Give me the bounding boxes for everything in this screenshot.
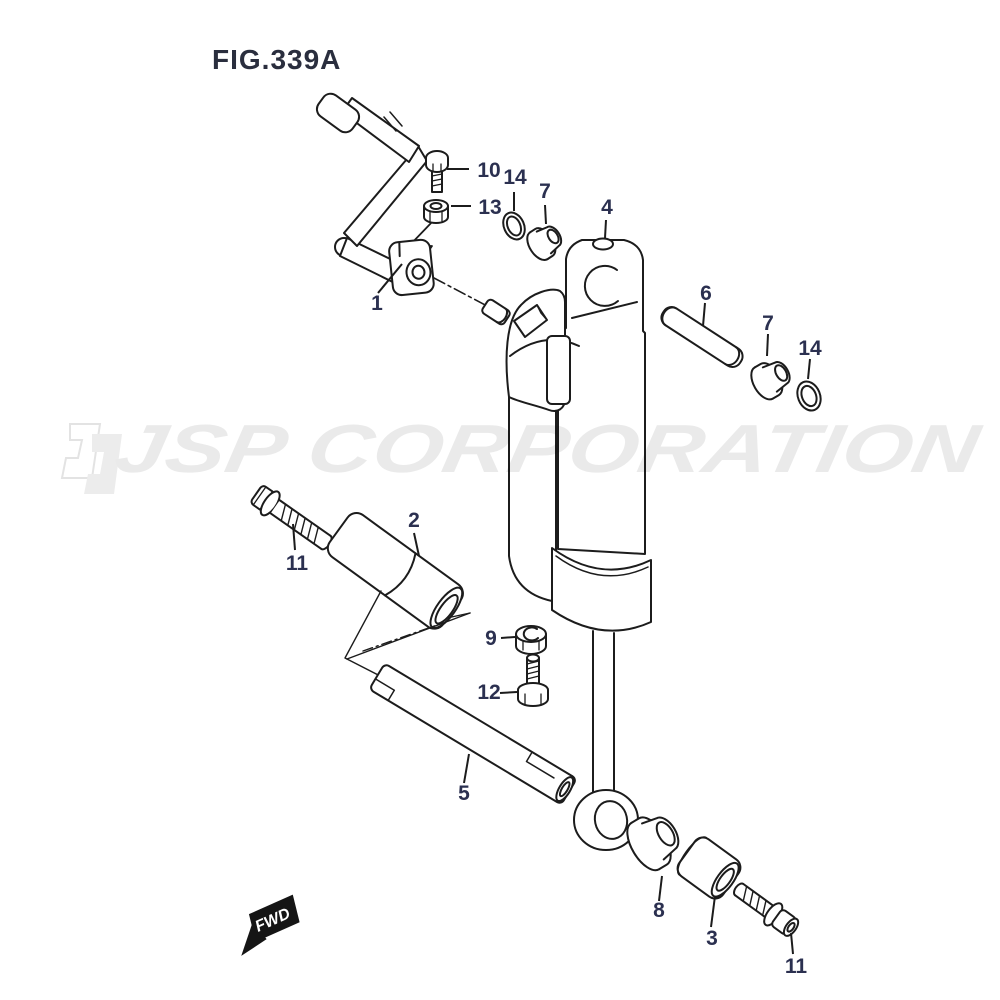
part-9-nut-drawing	[515, 625, 547, 655]
part-label-7: 7	[762, 312, 774, 335]
leader-line-part-11	[790, 932, 794, 955]
part-label-6: 6	[700, 282, 712, 305]
part-label-11: 11	[785, 955, 808, 978]
part-label-7: 7	[539, 180, 551, 203]
part-label-10: 10	[477, 159, 500, 182]
part-6-pin-drawing	[660, 306, 744, 368]
part-label-9: 9	[485, 627, 497, 650]
part-label-1: 1	[371, 292, 383, 315]
part-4-gas-cylinder-drawing	[505, 237, 652, 851]
leader-line-part-7	[544, 204, 547, 225]
part-label-11: 11	[286, 552, 309, 575]
part-label-2: 2	[408, 509, 420, 532]
fwd-direction-marker: FWD	[241, 894, 300, 956]
part-7-bushing-right-drawing	[750, 361, 791, 401]
leader-line-part-3	[710, 895, 716, 928]
leader-line-part-8	[658, 875, 663, 902]
part-label-13: 13	[478, 196, 501, 219]
leader-line-part-5	[463, 753, 470, 784]
part-5-rod-drawing	[370, 664, 576, 804]
part-10-bolt-drawing	[425, 150, 449, 193]
part-label-8: 8	[653, 899, 665, 922]
diagram-line-art	[250, 92, 822, 937]
leader-line-part-1	[377, 263, 403, 294]
fwd-arrowhead-icon	[241, 922, 267, 956]
part-label-12: 12	[477, 681, 500, 704]
watermark: JSP CORPORATION	[60, 410, 987, 494]
part-8-bushing-drawing	[626, 816, 680, 872]
part-12-bolt-drawing	[517, 653, 549, 707]
part-13-nut-drawing	[423, 199, 449, 224]
part-label-3: 3	[706, 927, 718, 950]
part-label-5: 5	[458, 782, 470, 805]
part-14-washer-right-drawing	[796, 380, 822, 412]
leader-line-part-9	[500, 636, 516, 639]
leader-line-part-6	[702, 302, 706, 327]
jsp-logo-icon	[60, 423, 122, 494]
leader-line-part-4	[604, 219, 607, 239]
part-label-14: 14	[798, 337, 822, 360]
cylinder-pivot-stub-drawing	[481, 298, 511, 326]
leader-line-part-7	[766, 333, 769, 357]
alignment-guide-lines	[344, 590, 471, 682]
part-label-14: 14	[503, 166, 527, 189]
part-11-bolt-right-drawing	[733, 882, 800, 937]
watermark-text: JSP CORPORATION	[109, 410, 986, 486]
part-11-bolt-left-drawing	[250, 485, 333, 551]
part-label-4: 4	[601, 196, 613, 219]
part-3-collar-drawing	[676, 836, 742, 900]
part-1-bracket-drawing	[315, 92, 435, 297]
leader-line-part-2	[413, 532, 420, 557]
part-2-sleeve-drawing	[326, 512, 464, 630]
leader-line-part-14	[807, 358, 811, 380]
fwd-flag-shape	[248, 894, 300, 942]
part-7-bushing-left-drawing	[526, 225, 563, 262]
part-14-washer-left-drawing	[502, 211, 526, 241]
leader-line-part-12	[499, 691, 518, 694]
figure-title: FIG.339A	[212, 44, 341, 75]
assembly-axis-line	[433, 277, 490, 308]
leader-line-part-11	[292, 523, 296, 551]
